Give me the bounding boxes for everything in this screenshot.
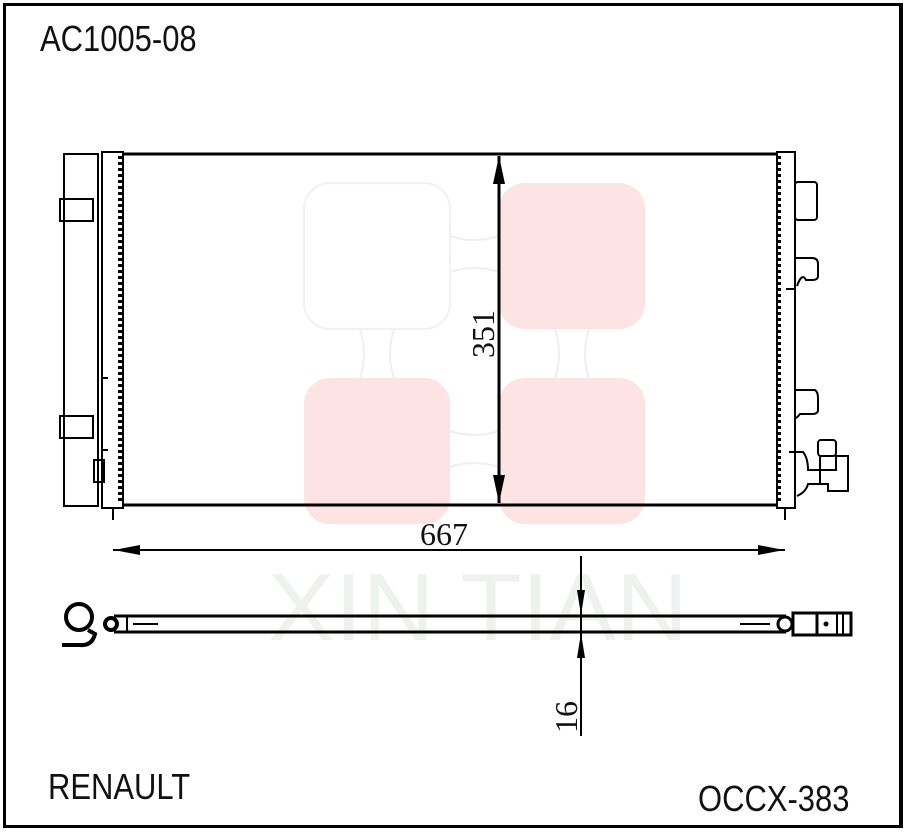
part-number: AC1005-08 bbox=[40, 18, 197, 59]
drawing-frame bbox=[3, 3, 903, 828]
width-dimension bbox=[113, 545, 785, 555]
front-view bbox=[59, 151, 849, 520]
brand-label: RENAULT bbox=[48, 766, 191, 807]
width-dimension-value: 667 bbox=[420, 516, 468, 552]
height-dimension-value: 351 bbox=[465, 310, 501, 358]
bottom-view bbox=[62, 602, 853, 648]
watermark-logo bbox=[303, 182, 645, 524]
thickness-dimension bbox=[577, 556, 585, 736]
thickness-dimension-value: 16 bbox=[548, 701, 584, 733]
height-dimension bbox=[493, 156, 505, 503]
oe-code: OCCX-383 bbox=[698, 778, 850, 819]
watermark-text: XIN TIAN bbox=[268, 554, 688, 661]
